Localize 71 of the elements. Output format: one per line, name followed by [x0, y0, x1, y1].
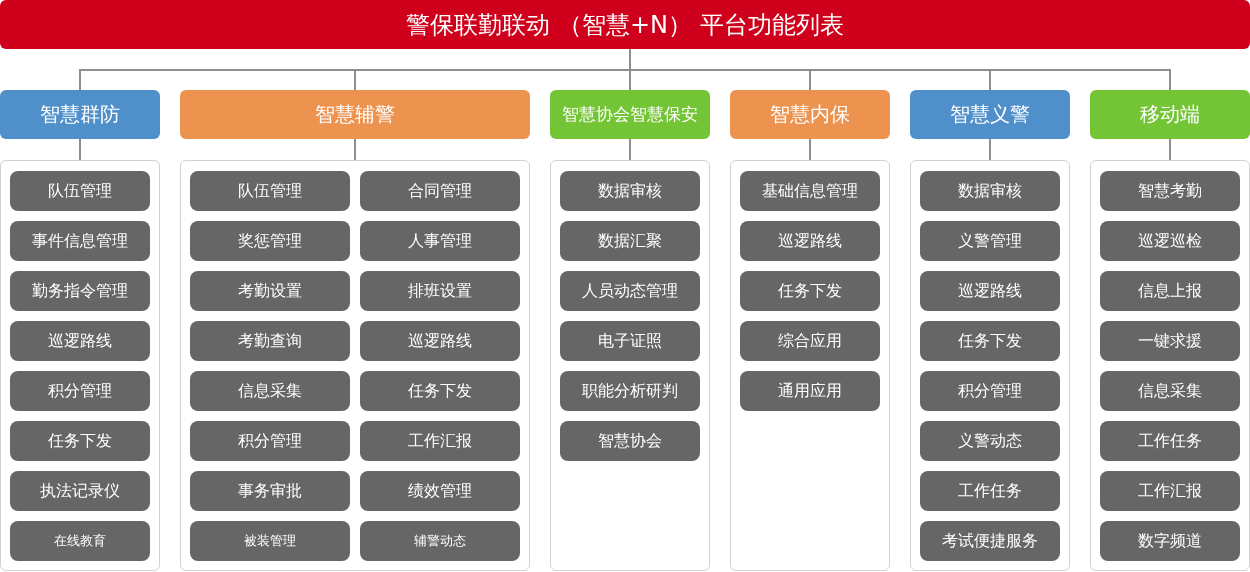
feature-tile: 智慧考勤 — [1100, 171, 1240, 211]
feature-tile: 数据汇聚 — [560, 221, 700, 261]
feature-tile: 工作任务 — [1100, 421, 1240, 461]
connector-line — [354, 138, 356, 161]
connector-line — [1169, 138, 1171, 161]
feature-tile: 合同管理 — [360, 171, 520, 211]
feature-tile: 信息采集 — [190, 371, 350, 411]
feature-tile: 职能分析研判 — [560, 371, 700, 411]
connector-line — [629, 138, 631, 161]
feature-tile: 被装管理 — [190, 521, 350, 561]
feature-panel — [1090, 160, 1250, 571]
feature-tile: 考勤查询 — [190, 321, 350, 361]
feature-tile: 辅警动态 — [360, 521, 520, 561]
feature-panel — [180, 160, 530, 571]
feature-tile: 巡逻路线 — [360, 321, 520, 361]
feature-tile: 事件信息管理 — [10, 221, 150, 261]
feature-tile: 考勤设置 — [190, 271, 350, 311]
feature-tile: 一键求援 — [1100, 321, 1240, 361]
feature-tile: 执法记录仪 — [10, 471, 150, 511]
feature-tile: 事务审批 — [190, 471, 350, 511]
feature-tile: 数字频道 — [1100, 521, 1240, 561]
category-header: 智慧辅警 — [180, 90, 530, 139]
feature-tile: 人员动态管理 — [560, 271, 700, 311]
feature-panel — [730, 160, 890, 571]
feature-tile: 巡逻巡检 — [1100, 221, 1240, 261]
feature-tile: 在线教育 — [10, 521, 150, 561]
feature-tile: 工作任务 — [920, 471, 1060, 511]
feature-tile: 数据审核 — [920, 171, 1060, 211]
category-header: 智慧协会智慧保安 — [550, 90, 710, 139]
feature-tile: 排班设置 — [360, 271, 520, 311]
category-header: 智慧义警 — [910, 90, 1070, 139]
feature-tile: 任务下发 — [360, 371, 520, 411]
feature-tile: 任务下发 — [740, 271, 880, 311]
feature-tile: 数据审核 — [560, 171, 700, 211]
feature-tile: 勤务指令管理 — [10, 271, 150, 311]
feature-tile: 智慧协会 — [560, 421, 700, 461]
feature-tile: 绩效管理 — [360, 471, 520, 511]
feature-panel — [550, 160, 710, 571]
feature-tile: 积分管理 — [190, 421, 350, 461]
feature-tile: 工作汇报 — [360, 421, 520, 461]
connector-line — [79, 138, 81, 161]
connector-line — [989, 138, 991, 161]
feature-tile: 基础信息管理 — [740, 171, 880, 211]
feature-tile: 奖惩管理 — [190, 221, 350, 261]
feature-tile: 队伍管理 — [10, 171, 150, 211]
feature-tile: 信息上报 — [1100, 271, 1240, 311]
feature-tile: 任务下发 — [10, 421, 150, 461]
feature-tile: 巡逻路线 — [10, 321, 150, 361]
feature-tile: 工作汇报 — [1100, 471, 1240, 511]
feature-tile: 考试便捷服务 — [920, 521, 1060, 561]
feature-tile: 任务下发 — [920, 321, 1060, 361]
feature-tile: 通用应用 — [740, 371, 880, 411]
feature-panel — [910, 160, 1070, 571]
feature-tile: 信息采集 — [1100, 371, 1240, 411]
feature-tile: 电子证照 — [560, 321, 700, 361]
category-header: 智慧内保 — [730, 90, 890, 139]
feature-tile: 积分管理 — [920, 371, 1060, 411]
connector-line — [78, 48, 1172, 91]
category-header: 智慧群防 — [0, 90, 160, 139]
feature-tile: 巡逻路线 — [740, 221, 880, 261]
feature-tile: 积分管理 — [10, 371, 150, 411]
title-banner: 警保联勤联动 （智慧+N） 平台功能列表 — [0, 0, 1250, 49]
feature-tile: 义警动态 — [920, 421, 1060, 461]
category-header: 移动端 — [1090, 90, 1250, 139]
feature-panel — [0, 160, 160, 571]
feature-tile: 巡逻路线 — [920, 271, 1060, 311]
feature-tile: 义警管理 — [920, 221, 1060, 261]
feature-tile: 人事管理 — [360, 221, 520, 261]
connector-line — [809, 138, 811, 161]
feature-tile: 队伍管理 — [190, 171, 350, 211]
feature-tile: 综合应用 — [740, 321, 880, 361]
